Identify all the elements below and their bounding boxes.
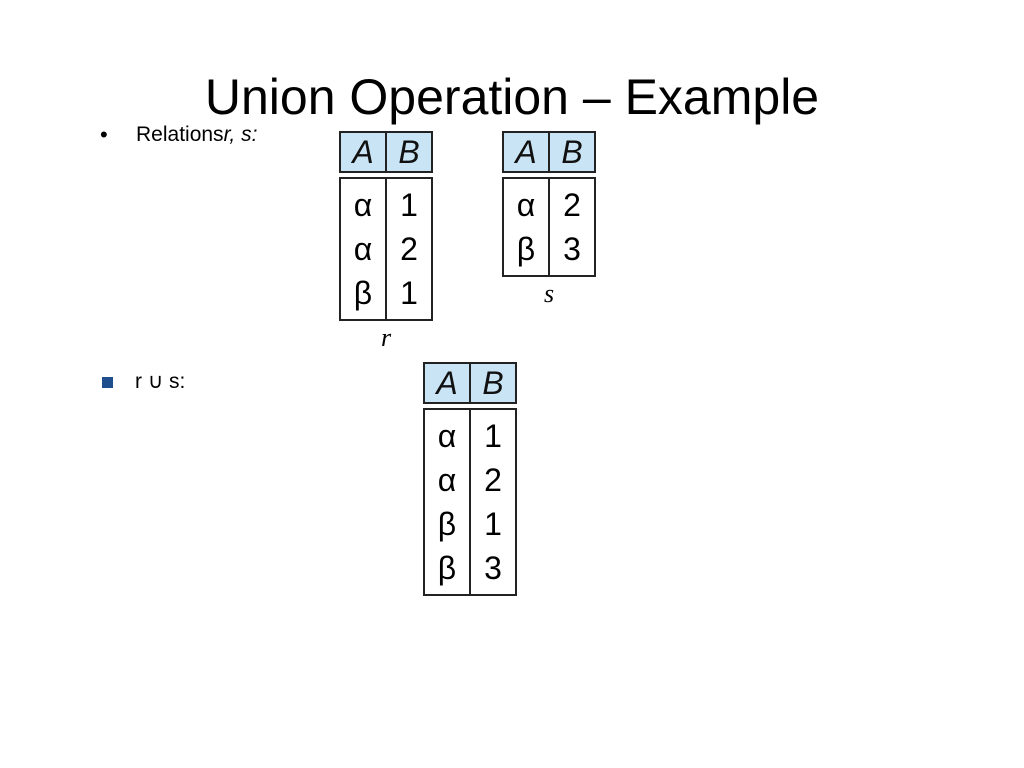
table-cell: β xyxy=(437,506,457,542)
bullet-union: r ∪ s: xyxy=(102,369,185,395)
column-b: 1 2 1 xyxy=(385,179,431,319)
table-cell: α xyxy=(516,187,536,223)
table-cell: 1 xyxy=(400,187,418,223)
table-cell: 1 xyxy=(484,418,502,454)
table-cell: β xyxy=(437,550,457,586)
relation-r-header: A B xyxy=(339,131,433,173)
relation-s-label: s xyxy=(543,279,555,308)
table-cell: 3 xyxy=(484,550,502,586)
column-b: 1 2 1 3 xyxy=(469,410,515,594)
column-a: α α β β xyxy=(425,410,469,594)
bullet-relations-text: Relations xyxy=(136,123,224,146)
relation-union-body: α α β β 1 2 1 3 xyxy=(423,408,517,596)
relation-r-label: r xyxy=(380,323,392,352)
bullet-relations-italic: r, s: xyxy=(223,123,258,146)
relation-r-body: α α β 1 2 1 xyxy=(339,177,433,321)
table-cell: β xyxy=(516,231,536,267)
table-cell: α xyxy=(437,418,457,454)
table-cell: 2 xyxy=(400,231,418,267)
bullet-dot-icon: • xyxy=(100,122,108,147)
slide-title: Union Operation – Example xyxy=(204,69,820,125)
bullet-union-text: r ∪ s: xyxy=(135,370,186,393)
column-b: 2 3 xyxy=(548,179,594,275)
table-cell: 2 xyxy=(563,187,581,223)
column-a: α β xyxy=(504,179,548,275)
relation-s-body: α β 2 3 xyxy=(502,177,596,277)
table-cell: 1 xyxy=(400,275,418,311)
column-header-a: A xyxy=(352,134,374,170)
table-cell: β xyxy=(353,275,373,311)
square-bullet-icon xyxy=(102,376,113,388)
relation-r: A B α α β 1 2 1 r xyxy=(339,131,433,353)
relation-union: A B α α β β 1 2 1 3 xyxy=(423,362,517,596)
table-cell: α xyxy=(353,187,373,223)
table-cell: α xyxy=(437,462,457,498)
column-header-a: A xyxy=(436,365,458,401)
relation-s-header: A B xyxy=(502,131,596,173)
relation-union-header: A B xyxy=(423,362,517,404)
column-header-b: B xyxy=(385,133,431,171)
table-cell: 3 xyxy=(563,231,581,267)
column-header-b: B xyxy=(469,364,515,402)
relation-s: A B α β 2 3 s xyxy=(502,131,596,309)
column-a: α α β xyxy=(341,179,385,319)
table-cell: α xyxy=(353,231,373,267)
table-cell: 1 xyxy=(484,506,502,542)
bullet-relations: • Relations r, s: xyxy=(100,122,257,148)
table-cell: 2 xyxy=(484,462,502,498)
column-header-b: B xyxy=(548,133,594,171)
column-header-a: A xyxy=(515,134,537,170)
